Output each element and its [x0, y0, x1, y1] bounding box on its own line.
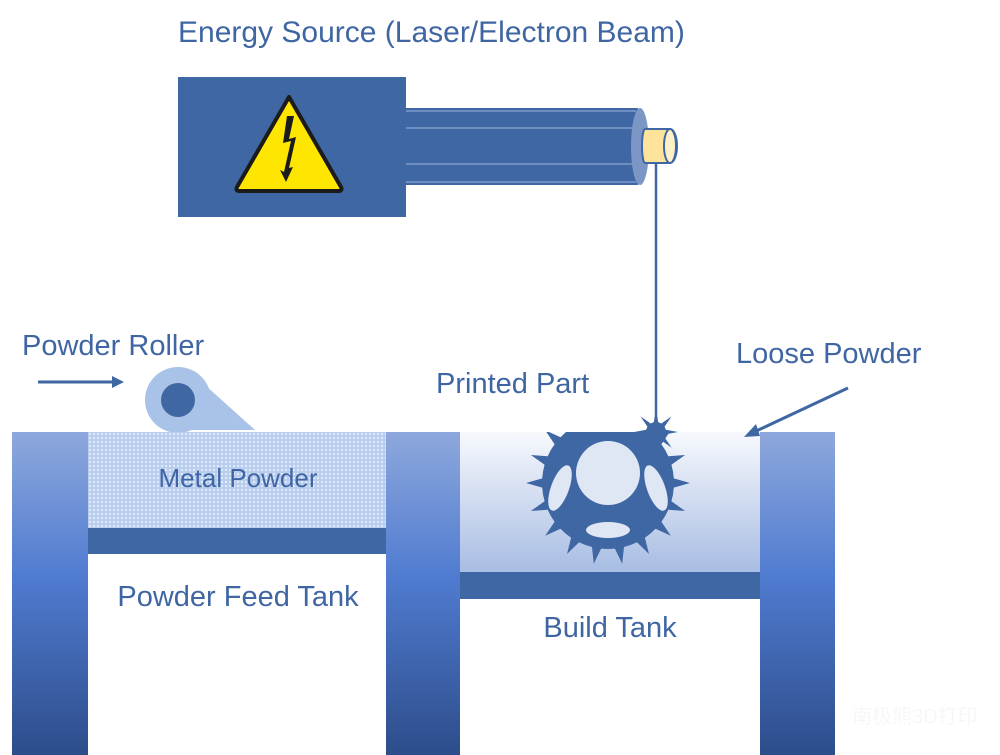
metal-powder-label: Metal Powder	[158, 463, 318, 493]
sun-ray	[664, 429, 678, 435]
diagram-title: Energy Source (Laser/Electron Beam)	[178, 16, 685, 49]
roller-icon	[145, 367, 255, 433]
printed-part-label: Printed Part	[436, 368, 590, 400]
sun-ray	[640, 416, 652, 428]
beam-nozzle	[641, 128, 678, 164]
gear-slot-left	[548, 465, 572, 511]
build-tank-label: Build Tank	[543, 612, 677, 644]
loose-powder-label: Loose Powder	[736, 338, 922, 370]
energy-source	[178, 77, 678, 217]
powder-roller-label: Powder Roller	[22, 330, 205, 362]
feed-tank-left-wall	[12, 432, 88, 755]
build-tank-right-wall	[760, 432, 835, 755]
metal-powder-bed	[88, 432, 386, 528]
powder-feed-tank-label: Powder Feed Tank	[117, 581, 359, 613]
gear-slot-bottom	[586, 522, 630, 538]
sun-ray	[640, 436, 652, 448]
gear-slot-right	[644, 465, 668, 511]
feed-piston	[88, 528, 386, 554]
high-voltage-warning-icon	[234, 95, 344, 193]
beam-tube	[406, 108, 649, 185]
sprocket-gear-icon	[526, 432, 690, 564]
sun-ray	[660, 436, 672, 448]
loose-powder-arrow	[744, 386, 849, 437]
roller-direction-arrow	[38, 376, 124, 388]
sun-ray	[653, 440, 659, 454]
sun-ray	[634, 429, 648, 435]
watermark: 南极熊3D打印	[852, 706, 978, 728]
center-wall	[386, 432, 460, 755]
sun-burst-icon	[634, 410, 678, 454]
sun-ray	[660, 416, 672, 428]
sun-ray	[653, 410, 659, 424]
sun-core	[646, 422, 666, 442]
gear-center-hole	[576, 441, 640, 505]
build-piston	[460, 572, 760, 599]
